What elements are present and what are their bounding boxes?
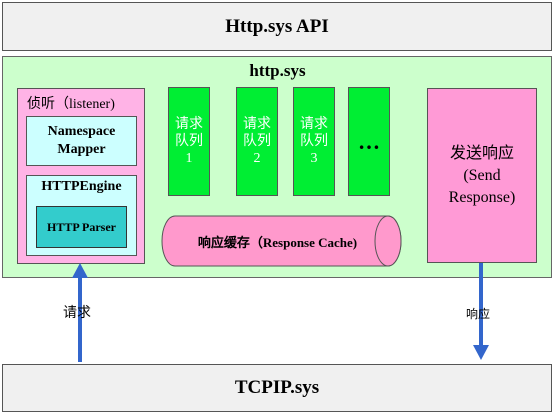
response-label: 响应	[466, 307, 491, 321]
namespace-mapper-label: Namespace Mapper	[47, 124, 116, 157]
tcpip-sys-title: TCPIP.sys	[234, 377, 320, 398]
namespace-mapper-box: Namespace Mapper	[26, 116, 137, 166]
request-arrow	[72, 263, 88, 362]
request-label: 请求	[63, 306, 91, 321]
queue-1-line2: 队列	[175, 134, 203, 149]
queue-2-line3: 2	[253, 151, 261, 166]
response-cache-cylinder	[161, 215, 402, 267]
queue-2-line1: 请求	[243, 117, 271, 132]
http-parser-label: HTTP Parser	[47, 219, 116, 234]
queue-3-line3: 3	[310, 151, 318, 166]
queue-2-line2: 队列	[243, 134, 271, 149]
send-response-line2: (Send	[463, 166, 501, 184]
request-queue-3: 请求 队列 3	[293, 87, 335, 196]
queue-ellipsis: …	[358, 129, 380, 154]
send-response-line1: 发送响应	[449, 144, 514, 162]
http-sys-api-title: Http.sys API	[225, 15, 329, 37]
response-cache-label: 响应缓存（Response Cache)	[197, 234, 358, 250]
request-queue-1: 请求 队列 1	[168, 87, 210, 196]
http-sys-title: http.sys	[249, 61, 306, 80]
send-response-box: 发送响应 (Send Response)	[427, 88, 537, 263]
request-queue-2: 请求 队列 2	[236, 87, 278, 196]
http-sys-api-bar: Http.sys API	[2, 2, 552, 51]
queue-1-line1: 请求	[175, 117, 203, 132]
tcpip-sys-bar: TCPIP.sys	[2, 364, 552, 412]
listener-title: 侦听（listener)	[27, 97, 115, 112]
response-arrow	[473, 263, 489, 360]
http-engine-label: HTTPEngine	[41, 179, 122, 194]
queue-3-line1: 请求	[300, 117, 328, 132]
request-queue-more: …	[348, 87, 390, 196]
http-parser-box: HTTP Parser	[36, 206, 127, 248]
send-response-line3: Response)	[448, 188, 516, 206]
queue-3-line2: 队列	[300, 134, 328, 149]
queue-1-line3: 1	[185, 151, 193, 166]
